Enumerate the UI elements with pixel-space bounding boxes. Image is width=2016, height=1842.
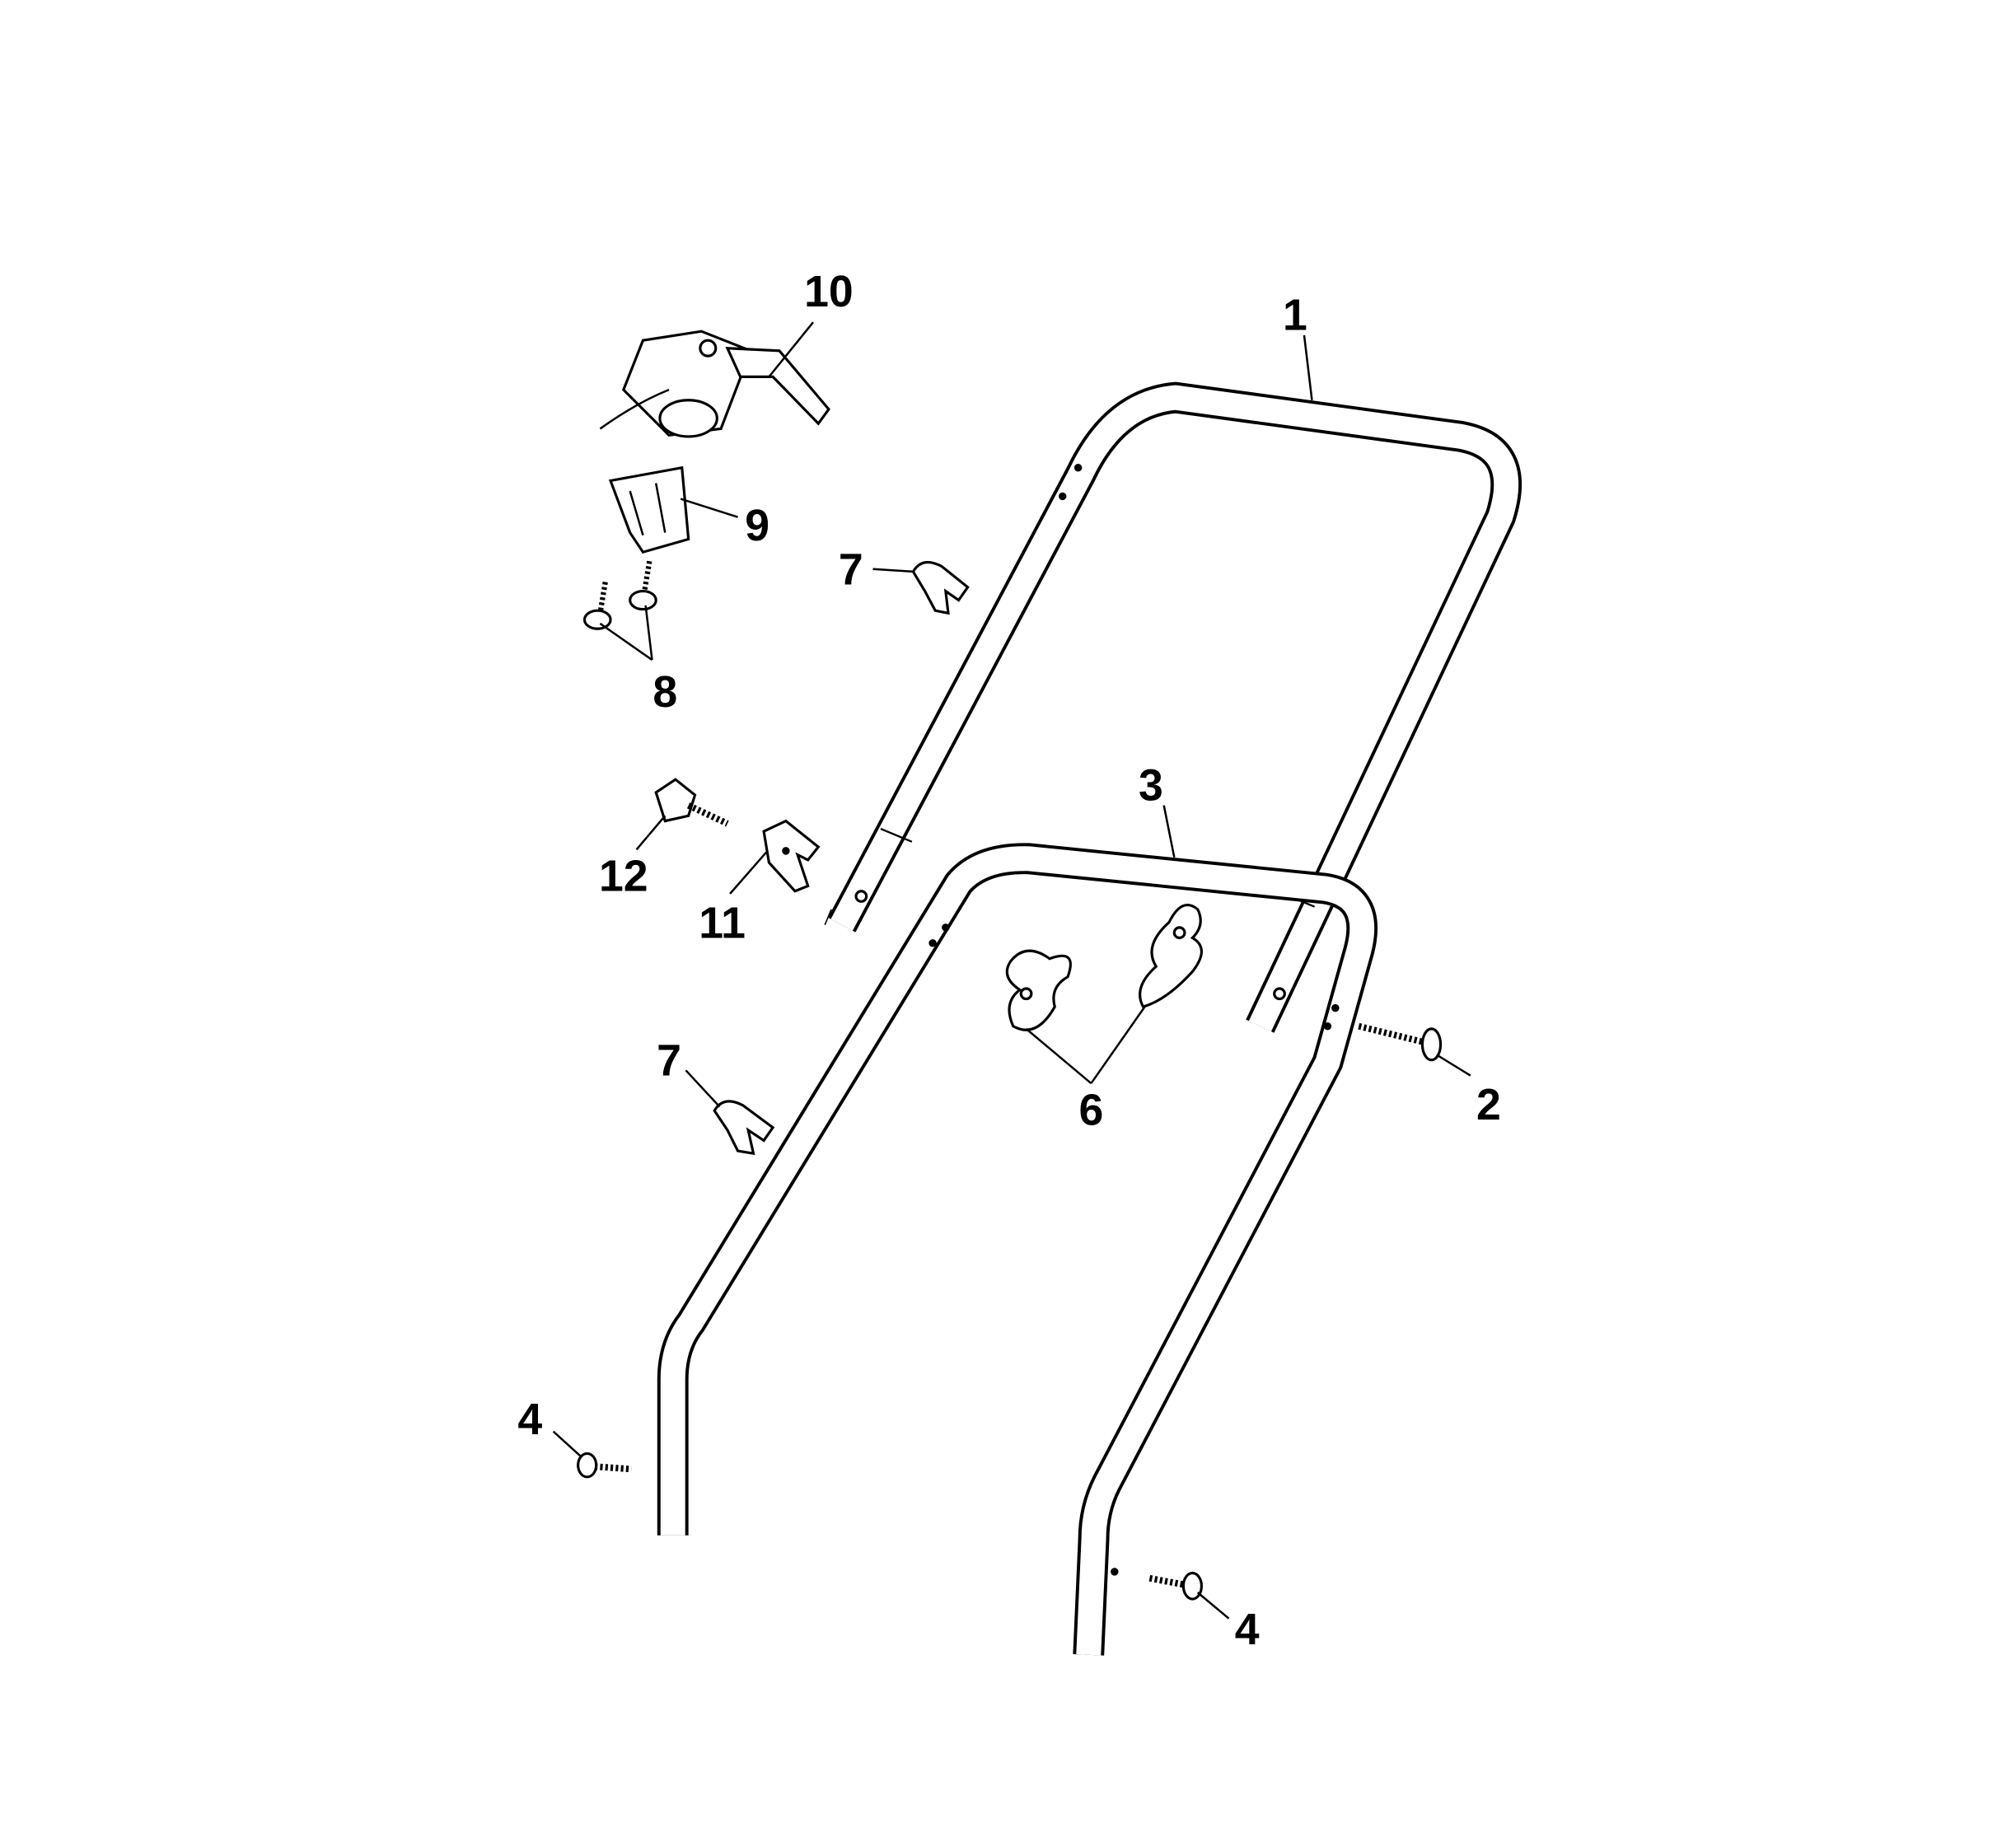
label-3: 3 [1139,760,1163,810]
wing-knobs-part-6 [1005,904,1203,1031]
cable-guide-part-10 [599,330,830,438]
screw-part-4-right [1148,1571,1204,1601]
clip-part-11 [762,819,821,893]
bracket-part-9 [608,465,690,554]
lower-handle-part-3 [657,843,1378,1656]
clip-part-7-lower [713,1100,775,1156]
bolt-part-2 [1358,1022,1443,1062]
knob-bolt-part-12 [654,778,729,827]
label-7-upper: 7 [839,545,863,595]
label-6: 6 [1079,1086,1104,1135]
leader-lines [552,321,1471,1620]
label-7-lower: 7 [657,1036,681,1086]
label-8: 8 [653,667,677,717]
upper-handle-part-1 [824,381,1522,1033]
label-10: 10 [804,267,854,316]
label-4-left: 4 [517,1395,542,1444]
screws-part-8 [582,560,657,630]
clip-part-7-upper [911,560,970,615]
label-9: 9 [745,501,769,550]
label-1: 1 [1283,291,1307,340]
label-4-right: 4 [1235,1605,1260,1654]
label-12: 12 [599,852,648,901]
label-2: 2 [1476,1080,1501,1129]
screw-part-4-left [577,1452,632,1479]
label-11: 11 [699,898,746,947]
